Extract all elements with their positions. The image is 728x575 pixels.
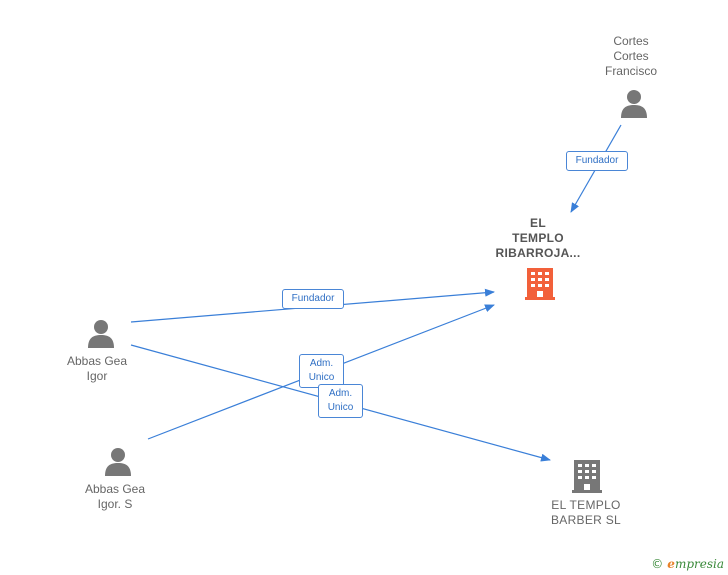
person-icon[interactable] — [86, 318, 116, 348]
node-label-cortes: Cortes Cortes Francisco — [604, 34, 657, 78]
copyright-icon: © — [651, 557, 664, 571]
node-label-abbas-igor: Abbas Gea Igor — [66, 354, 128, 383]
person-icon[interactable] — [619, 88, 649, 118]
building-icon[interactable] — [571, 458, 603, 494]
node-label-abbas-igor-s: Abbas Gea Igor. S — [84, 482, 146, 511]
edge-label-adm-unico-abbas: Adm. Unico — [318, 384, 363, 418]
node-label-templo-ribarroja: EL TEMPLO RIBARROJA... — [495, 216, 581, 260]
edge-label-adm-unico-abbas-s: Adm. Unico — [299, 354, 344, 388]
empresia-logo[interactable]: ©empresia — [651, 557, 724, 571]
edge-label-fundador-abbas: Fundador — [282, 289, 344, 309]
building-icon[interactable] — [524, 266, 556, 301]
node-label-templo-barber: EL TEMPLO BARBER SL — [550, 498, 622, 527]
person-icon[interactable] — [103, 446, 133, 476]
edge-label-fundador-cortes: Fundador — [566, 151, 628, 171]
